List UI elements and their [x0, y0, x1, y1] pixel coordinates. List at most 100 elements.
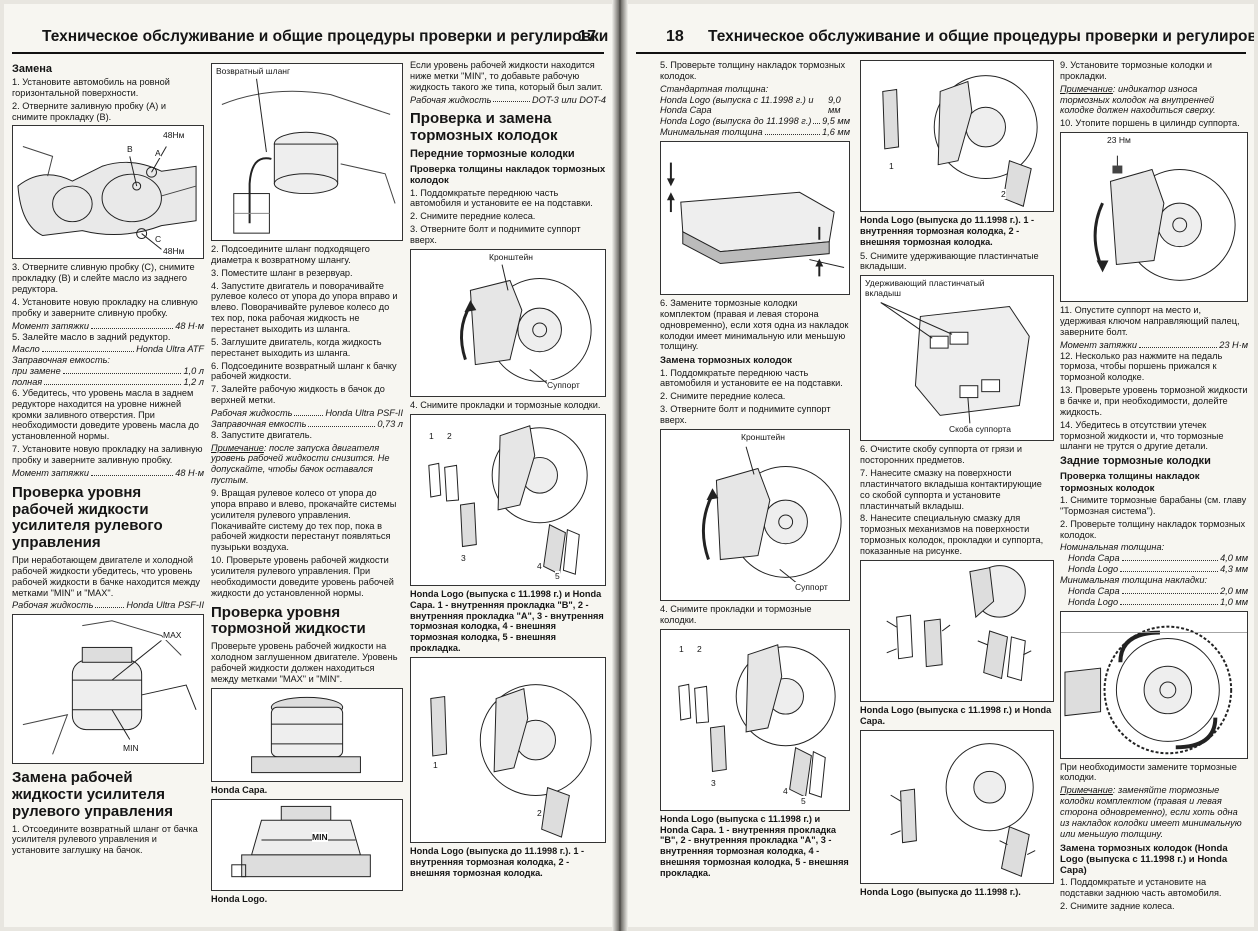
spec-value: 48 Н·м	[175, 467, 204, 478]
paragraph: 7. Установите новую прокладку на заливну…	[12, 444, 203, 466]
grease-points-figure	[860, 559, 1054, 702]
spec-label: полная	[12, 377, 43, 387]
spec-value: 9,5 мм	[822, 116, 850, 127]
callout-4: 4	[537, 560, 542, 571]
paragraph: 6. Подсоедините возвратный шланг к бачку…	[211, 360, 397, 382]
spec-heading: Минимальная толщина накладки:	[1060, 574, 1208, 585]
page-17: Техническое обслуживание и общие процеду…	[4, 4, 612, 927]
pad-pre1998-drawing	[411, 658, 605, 841]
callout-3: 3	[711, 777, 716, 788]
logo-reservoir-drawing	[212, 800, 402, 890]
paragraph: 8. Нанесите специальную смазку для тормо…	[860, 513, 1044, 557]
figure-caption: Honda Logo (выпуска с 11.1998 г.) и Hond…	[860, 704, 1052, 726]
figure-caption: Honda Logo (выпуска до 11.1998 г.). 1 - …	[860, 215, 1035, 247]
subsection-heading: Проверка толщины накладок тормозных коло…	[410, 164, 606, 187]
paragraph: 7. Нанесите смазку на поверхности пласти…	[860, 468, 1042, 511]
caliper-bolt-figure: 23 Нм	[1060, 132, 1248, 303]
spec-value: 2,0 мм	[1220, 585, 1248, 596]
note: Примечание: после запуска двигателя уров…	[211, 443, 403, 486]
spec-label: Honda Logo	[1068, 596, 1119, 607]
paragraph: 4. Снимите прокладки и тормозные колодки…	[410, 399, 601, 410]
spec-line: Момент затяжки 48 Н·м	[12, 321, 204, 332]
spec-label: Honda Logo (выпуска с 11.1998 г.) и Hond…	[660, 94, 814, 116]
page-header: 18 Техническое обслуживание и общие проц…	[636, 28, 1254, 54]
pad-pre1998-figure: 1 2	[410, 656, 606, 843]
torque-label: 48Нм	[163, 246, 185, 257]
spec-label: Honda Logo (выпуска до 11.1998 г.)	[660, 116, 812, 127]
callout-1: 1	[429, 430, 434, 441]
paragraph: 7. Залейте рабочую жидкость в бачок до в…	[211, 384, 385, 406]
pad-thickness-drawing	[661, 142, 849, 294]
caliper-drawing	[411, 250, 605, 396]
page-18: 18 Техническое обслуживание и общие проц…	[628, 4, 1254, 927]
label-c: C	[155, 234, 162, 245]
power-steering-reservoir-figure: MAX MIN	[12, 614, 204, 765]
note-label: Примечание	[211, 442, 264, 453]
hose-drawing	[212, 64, 402, 240]
note-text: : заменяйте тормозные колодки комплектом…	[1060, 785, 1242, 839]
spec-label: Момент затяжки	[12, 320, 89, 331]
spec-value: 1,2 л	[183, 377, 204, 387]
grease-points-drawing	[861, 561, 1053, 701]
brake-reservoir-logo-figure: MIN	[211, 798, 403, 891]
figure-caption: Honda Logo (выпуска до 11.1998 г.).	[860, 886, 1021, 897]
paragraph: 6. Замените тормозные колодки комплектом…	[660, 298, 849, 352]
spec-line: полная 1,2 л	[12, 377, 204, 388]
retaining-clip-drawing	[861, 277, 1053, 440]
label-b: B	[127, 144, 133, 155]
label-a: A	[155, 148, 161, 159]
pad-pre1998-drawing	[861, 61, 1053, 211]
callout-4: 4	[783, 785, 788, 796]
return-hose-label: Возвратный шланг	[216, 66, 291, 77]
pad-exploded-figure: 1 2 3 4 5	[410, 413, 606, 586]
callout-2: 2	[697, 643, 702, 654]
rear-drum-figure	[1060, 610, 1248, 759]
paragraph: 3. Поместите шланг в резервуар.	[211, 267, 353, 278]
column-3: 9. Установите тормозные колодки и прокла…	[1060, 60, 1248, 914]
spec-value: 4,3 мм	[1220, 564, 1248, 575]
subsection-heading: Замена тормозных колодок (Honda Logo (вы…	[1060, 842, 1228, 877]
paragraph: 1. Установите автомобиль на ровной гориз…	[12, 76, 170, 98]
clip-label: Удерживающий пластинчатый вкладыш	[865, 278, 1015, 299]
paragraph: 8. Запустите двигатель.	[211, 429, 313, 440]
figure-caption: Honda Capa.	[211, 784, 268, 795]
spec-label: Honda Capa	[1068, 553, 1120, 564]
paragraph: 2. Снимите передние колеса.	[660, 391, 786, 402]
pad-exploded-drawing	[411, 415, 605, 584]
spec-value: 48 Н·м	[175, 320, 204, 331]
caliper-bolt-drawing	[1061, 134, 1247, 301]
note-label: Примечание	[1060, 83, 1113, 94]
page-title: Техническое обслуживание и общие процеду…	[708, 28, 1254, 45]
paragraph: 12. Несколько раз нажмите на педаль торм…	[1060, 350, 1223, 383]
bracket-label: Скоба суппорта	[949, 424, 1011, 435]
spec-label: Заправочная емкость	[211, 418, 307, 429]
spec-value: 1,6 мм	[822, 127, 850, 138]
spec-value: DOT-3 или DOT-4	[532, 94, 606, 105]
spec-value: 23 Н·м	[1219, 339, 1248, 350]
grease-points-pre1998-figure	[860, 729, 1054, 884]
spec-value: Honda Ultra ATF	[136, 344, 204, 355]
paragraph: 3. Отверните сливную пробку (C), снимите…	[12, 262, 195, 295]
paragraph: 2. Проверьте толщину накладок тормозных …	[1060, 518, 1246, 540]
paragraph: 2. Снимите передние колеса.	[410, 211, 536, 222]
subsection-heading: Передние тормозные колодки	[410, 148, 575, 161]
paragraph: Проверьте уровень рабочей жидкости на хо…	[211, 641, 398, 684]
subsection-heading: Задние тормозные колодки	[1060, 455, 1211, 468]
callout-5: 5	[555, 570, 560, 581]
section-heading: Проверка уровня рабочей жидкости усилите…	[12, 483, 163, 552]
paragraph: 1. Поддомкратьте переднюю часть автомоби…	[660, 367, 843, 389]
callout-2: 2	[1001, 189, 1006, 200]
paragraph: 13. Проверьте уровень тормозной жидкости…	[1060, 385, 1248, 417]
spec-heading: Заправочная емкость:	[12, 355, 110, 366]
section-heading: Замена	[12, 63, 53, 75]
page-header: Техническое обслуживание и общие процеду…	[12, 28, 608, 54]
paragraph: При неработающем двигателе и холодной ра…	[12, 554, 201, 598]
spec-label: Honda Logo	[1068, 564, 1119, 575]
